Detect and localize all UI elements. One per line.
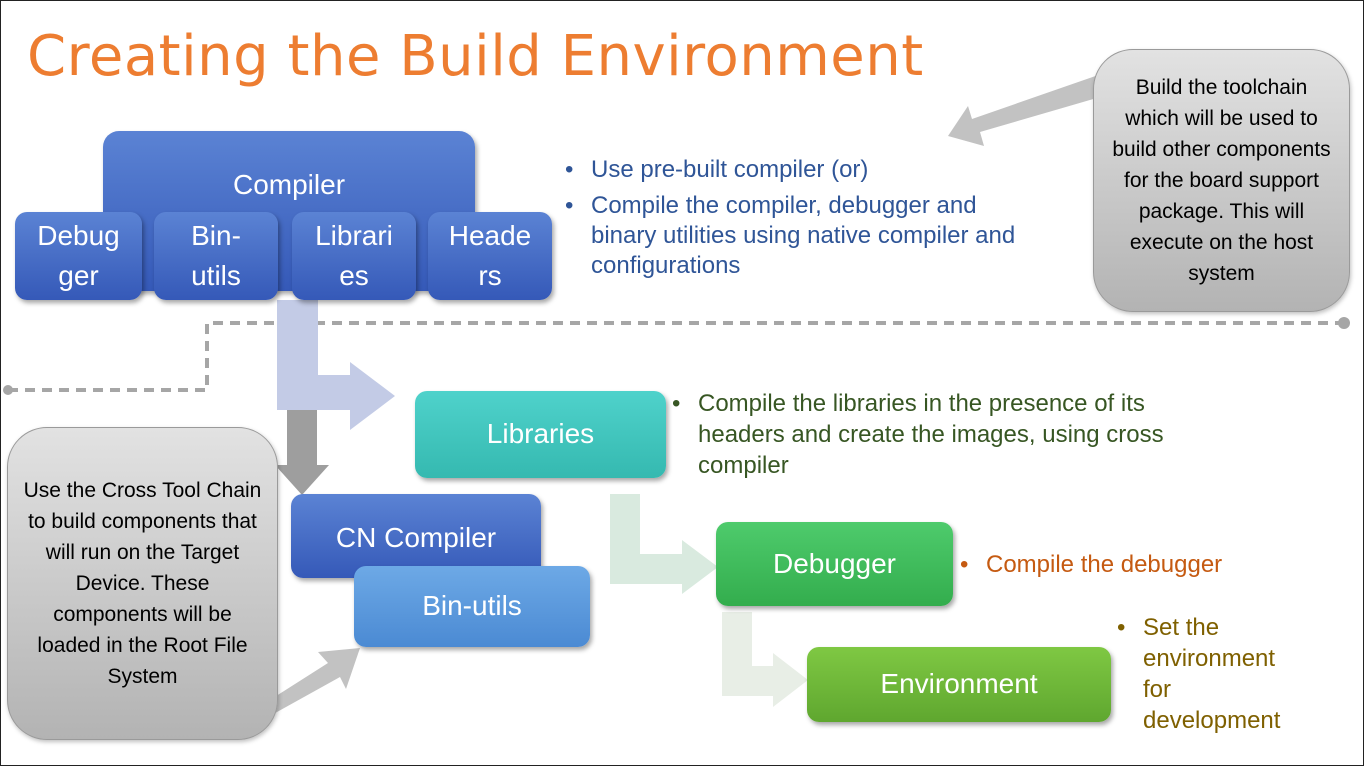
cn-compiler-label: CN Compiler — [335, 522, 497, 553]
host-callout-pointer — [948, 72, 1114, 146]
headers-label: Heade rs — [448, 220, 532, 291]
debugger-bullet-list: Compile the debugger — [960, 549, 1280, 580]
libraries-host-label: Librari es — [315, 220, 393, 291]
target-callout-pointer — [262, 648, 360, 717]
host-callout: Build the toolchain which will be used t… — [1093, 49, 1350, 312]
libraries-host-box: Librari es — [292, 212, 416, 300]
host-bullet-2: Compile the compiler, debugger and binar… — [565, 191, 1025, 281]
binutils-box: Bin- utils — [154, 212, 278, 300]
libraries-step-box: Libraries — [415, 391, 666, 478]
debugger-label: Debug ger — [37, 220, 120, 291]
binutils-label: Bin- utils — [191, 220, 241, 291]
bent-arrow-to-environment — [722, 612, 808, 707]
environment-bullet: Set the environment for development — [1117, 612, 1307, 736]
host-callout-text: Build the toolchain which will be used t… — [1112, 76, 1331, 285]
target-callout-text: Use the Cross Tool Chain to build compon… — [23, 479, 262, 688]
debugger-step-label: Debugger — [773, 547, 896, 579]
divider-end-right — [1338, 317, 1350, 329]
libraries-step-label: Libraries — [486, 418, 595, 450]
cn-compiler-box: CN Compiler — [291, 494, 541, 578]
cross-binutils-label: Bin-utils — [422, 590, 522, 622]
slide-title: Creating the Build Environment — [27, 24, 924, 89]
cross-binutils-box: Bin-utils — [354, 566, 590, 647]
libraries-bullet-list: Compile the libraries in the presence of… — [672, 388, 1202, 481]
headers-box: Heade rs — [428, 212, 552, 300]
debugger-step-box: Debugger — [716, 522, 953, 606]
down-arrow-to-cn-compiler — [275, 410, 329, 495]
host-bullet-1: Use pre-built compiler (or) — [565, 155, 1025, 185]
compiler-label: Compiler — [232, 169, 346, 200]
host-bullet-list: Use pre-built compiler (or) Compile the … — [565, 155, 1025, 287]
environment-step-box: Environment — [807, 647, 1111, 722]
divider-end-left — [3, 385, 13, 395]
bent-arrow-to-libraries — [277, 300, 395, 430]
debugger-bullet: Compile the debugger — [960, 549, 1280, 580]
debugger-box: Debug ger — [15, 212, 142, 300]
target-callout: Use the Cross Tool Chain to build compon… — [7, 427, 278, 740]
environment-bullet-list: Set the environment for development — [1117, 612, 1307, 736]
bent-arrow-to-debugger — [610, 494, 718, 594]
libraries-bullet: Compile the libraries in the presence of… — [672, 388, 1202, 481]
environment-step-label: Environment — [880, 668, 1038, 700]
host-target-divider — [8, 321, 1344, 392]
